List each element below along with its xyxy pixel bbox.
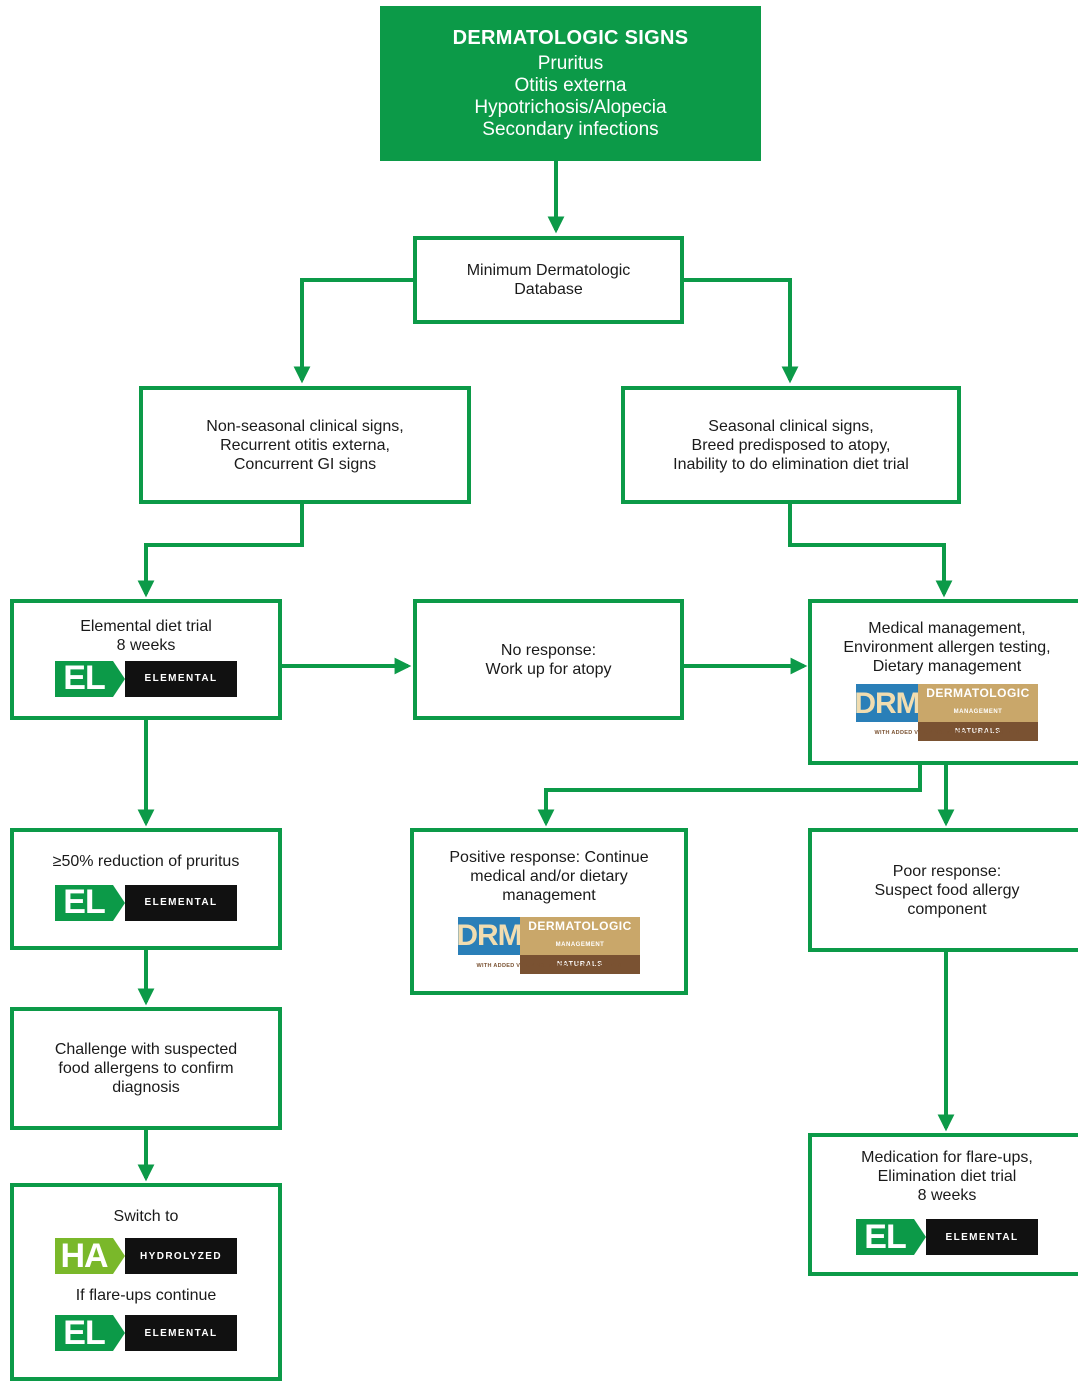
drm-badge: DRM DERMATOLOGIC MANAGEMENT NATURALS WIT… xyxy=(456,916,640,976)
edge-nonseasonal-to-elemental xyxy=(137,504,304,598)
dermatologic-signs-title: DERMATOLOGIC SIGNS xyxy=(452,26,689,49)
drm-badge-tagline: WITH ADDED VITAMINS, MINERALS & NUTRIENT… xyxy=(476,962,622,969)
edge-database-to-seasonal xyxy=(684,278,799,384)
minimum-database-text: Minimum Dermatologic Database xyxy=(466,262,631,298)
non-seasonal-text: Non-seasonal clinical signs, Recurrent o… xyxy=(206,417,404,473)
badge-chevron-icon xyxy=(113,660,125,697)
poor-response-text: Poor response: Suspect food allergy comp… xyxy=(874,862,1020,918)
elemental-badge-name: ELEMENTAL xyxy=(926,1219,1038,1255)
drm-badge-line2: MANAGEMENT xyxy=(520,935,640,955)
elemental-badge: EL ELEMENTAL xyxy=(55,884,237,921)
drm-badge-line3: NATURALS xyxy=(918,722,1038,741)
seasonal-box: Seasonal clinical signs, Breed predispos… xyxy=(621,386,961,504)
elemental-badge-code: EL xyxy=(55,1315,113,1351)
dermatologic-signs-list: Pruritus Otitis externa Hypotrichosis/Al… xyxy=(474,52,667,140)
medical-management-text: Medical management, Environment allergen… xyxy=(843,620,1051,675)
medical-management-box: Medical management, Environment allergen… xyxy=(808,599,1078,765)
edge-database-to-nonseasonal xyxy=(293,278,413,384)
switch-box: Switch to HA HYDROLYZED If flare-ups con… xyxy=(10,1183,282,1381)
challenge-text: Challenge with suspected food allergens … xyxy=(54,1041,238,1096)
challenge-box: Challenge with suspected food allergens … xyxy=(10,1007,282,1130)
non-seasonal-box: Non-seasonal clinical signs, Recurrent o… xyxy=(139,386,471,504)
edge-seasonal-to-medical xyxy=(788,504,953,598)
hydrolyzed-badge-name: HYDROLYZED xyxy=(125,1238,237,1274)
elemental-badge-code: EL xyxy=(856,1219,914,1255)
drm-badge-code: DRM xyxy=(456,916,523,955)
edge-medical-to-positive xyxy=(537,765,922,827)
drm-badge-line3: NATURALS xyxy=(520,954,640,974)
elemental-badge-name: ELEMENTAL xyxy=(125,884,237,921)
poor-response-box: Poor response: Suspect food allergy comp… xyxy=(808,828,1078,952)
elemental-badge-code: EL xyxy=(55,884,113,921)
elemental-badge: EL ELEMENTAL xyxy=(856,1219,1038,1255)
badge-chevron-icon xyxy=(113,884,125,921)
drm-badge-line1: DERMATOLOGIC xyxy=(918,684,1038,703)
seasonal-text: Seasonal clinical signs, Breed predispos… xyxy=(673,417,909,473)
badge-chevron-icon xyxy=(113,1238,125,1274)
flare-ups-text: If flare-ups continue xyxy=(75,1287,217,1304)
minimum-database-box: Minimum Dermatologic Database xyxy=(413,236,684,324)
elemental-trial-box: Elemental diet trial 8 weeks EL ELEMENTA… xyxy=(10,599,282,720)
positive-response-text: Positive response: Continue medical and/… xyxy=(449,848,649,904)
elemental-badge-name: ELEMENTAL xyxy=(125,1315,237,1351)
drm-badge-code: DRM xyxy=(854,684,921,722)
drm-badge-line1: DERMATOLOGIC xyxy=(520,916,640,936)
reduction-box: ≥50% reduction of pruritus EL ELEMENTAL xyxy=(10,828,282,950)
elemental-trial-text: Elemental diet trial 8 weeks xyxy=(80,617,212,654)
positive-response-box: Positive response: Continue medical and/… xyxy=(410,828,688,995)
hydrolyzed-badge-code: HA xyxy=(55,1238,113,1274)
drm-badge-line2: MANAGEMENT xyxy=(918,703,1038,722)
elemental-badge-code: EL xyxy=(55,660,113,697)
dermatologic-signs-box: DERMATOLOGIC SIGNS Pruritus Otitis exter… xyxy=(380,6,761,161)
no-response-box: No response: Work up for atopy xyxy=(413,599,684,720)
medication-text: Medication for flare-ups, Elimination di… xyxy=(861,1149,1033,1204)
badge-chevron-icon xyxy=(113,1315,125,1351)
medication-box: Medication for flare-ups, Elimination di… xyxy=(808,1133,1078,1276)
elemental-badge: EL ELEMENTAL xyxy=(55,660,237,697)
no-response-text: No response: Work up for atopy xyxy=(485,641,612,678)
elemental-badge-name: ELEMENTAL xyxy=(125,660,237,697)
switch-text: Switch to xyxy=(113,1208,179,1225)
reduction-text: ≥50% reduction of pruritus xyxy=(52,852,240,870)
badge-chevron-icon xyxy=(914,1219,926,1255)
drm-badge: DRM DERMATOLOGIC MANAGEMENT NATURALS WIT… xyxy=(854,684,1038,743)
drm-badge-tagline: WITH ADDED VITAMINS, MINERALS & NUTRIENT… xyxy=(874,730,1020,736)
hydrolyzed-badge: HA HYDROLYZED xyxy=(55,1238,237,1274)
elemental-badge: EL ELEMENTAL xyxy=(55,1315,237,1351)
